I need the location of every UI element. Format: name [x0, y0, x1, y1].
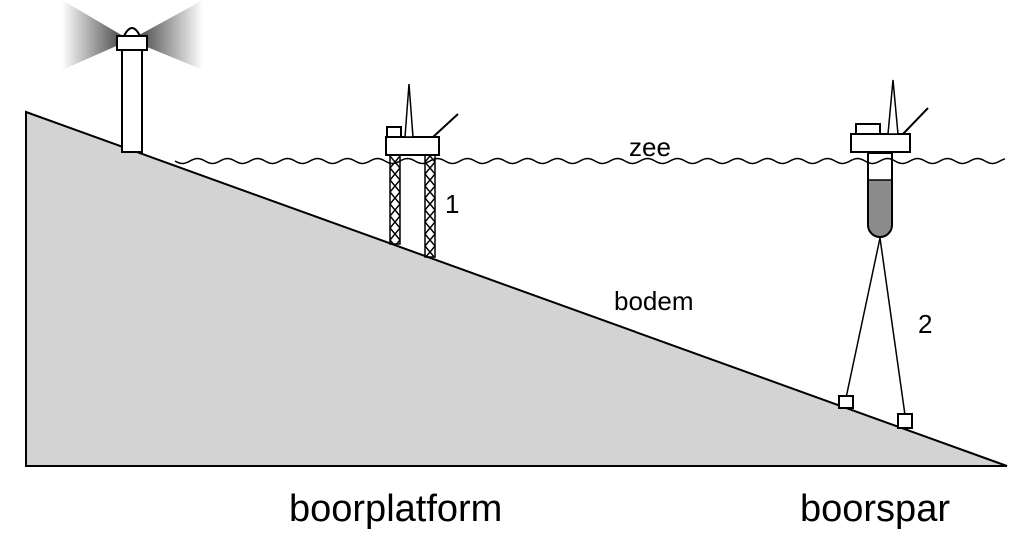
platform-caption: boorplatform — [289, 488, 502, 530]
seabed-label: bodem — [614, 286, 694, 316]
spar-anchor-left — [838, 395, 854, 409]
lighthouse-beam-left — [62, 0, 130, 70]
spar-hull — [867, 152, 893, 238]
platform-deck — [385, 136, 440, 156]
spar-derrick — [887, 79, 899, 135]
spar-mooring-line-left — [845, 237, 881, 399]
platform-crane — [432, 113, 459, 138]
drilling-platform — [385, 83, 459, 258]
lighthouse-tower — [121, 49, 143, 153]
spar-deck — [850, 133, 911, 153]
spar-caption: boorspar — [800, 488, 950, 530]
platform-leg-left — [389, 154, 401, 245]
spar-hull-ballast — [868, 180, 892, 237]
lighthouse-lantern — [122, 27, 142, 37]
spar-buoy — [838, 79, 929, 429]
sea-surface — [174, 157, 1006, 165]
seabed — [25, 110, 1008, 467]
platform-leg-right — [424, 154, 436, 258]
spar-mooring-line-right — [879, 237, 906, 416]
mark-1-label: 1 — [445, 189, 459, 219]
lighthouse — [62, 0, 203, 153]
platform-cabin — [386, 126, 402, 138]
spar-cabin — [855, 123, 881, 135]
lighthouse-gallery — [116, 35, 148, 51]
platform-derrick — [404, 83, 414, 138]
lighthouse-beam-right — [130, 0, 203, 70]
sea-label: zee — [629, 132, 671, 162]
spar-crane — [902, 107, 929, 135]
mark-2-label: 2 — [918, 309, 932, 339]
spar-anchor-right — [897, 413, 913, 429]
